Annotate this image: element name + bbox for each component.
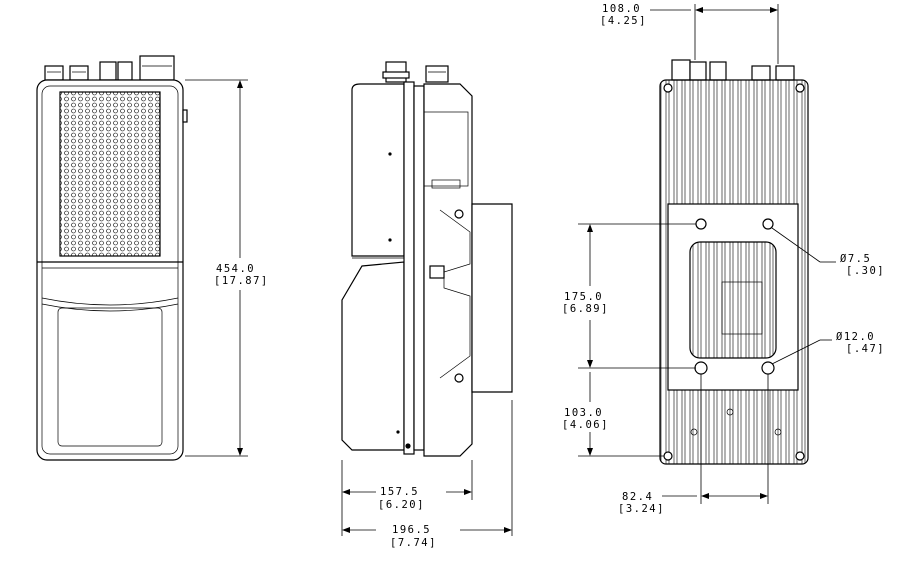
connector-spacing-mm-label: 108.0 (602, 3, 641, 15)
side-housing (404, 82, 414, 454)
depth-overall-mm-label: 196.5 (392, 524, 431, 536)
height-mm-label: 454.0 (216, 263, 255, 275)
depth-housing-mm-label: 157.5 (380, 486, 419, 498)
large-hole-dia-in-label: [.47] (846, 343, 885, 355)
large-hole-dia-label: Ø12.0 (836, 331, 875, 343)
rear-view (660, 60, 808, 464)
small-hole-dia-label: Ø7.5 (840, 253, 871, 265)
depth-overall-in-label: [7.74] (390, 537, 437, 549)
small-hole-dia-in-label: [.30] (846, 265, 885, 277)
hole-spacing-mm-label: 175.0 (564, 291, 603, 303)
connector-spacing-in-label: [4.25] (600, 15, 647, 27)
hole-offset-in-label: [4.06] (562, 419, 609, 431)
hole-offset-mm-label: 103.0 (564, 407, 603, 419)
mount-hole-top-right (763, 219, 773, 229)
front-view (37, 56, 187, 460)
rear-plate-cutout (690, 242, 776, 358)
mount-hole-top-left (696, 219, 706, 229)
hole-spacing-in-label: [6.89] (562, 303, 609, 315)
height-dimension: 454.0 [17.87] (185, 80, 269, 456)
front-grille (60, 92, 160, 256)
hole-horizontal-mm-label: 82.4 (622, 491, 653, 503)
mount-hole-bottom-left (695, 362, 707, 374)
hole-horizontal-in-label: [3.24] (618, 503, 665, 515)
front-connectors (45, 56, 174, 80)
side-mount-bracket (472, 204, 512, 392)
side-view (342, 62, 512, 456)
height-in-label: [17.87] (214, 275, 269, 287)
depth-housing-in-label: [6.20] (378, 499, 425, 511)
